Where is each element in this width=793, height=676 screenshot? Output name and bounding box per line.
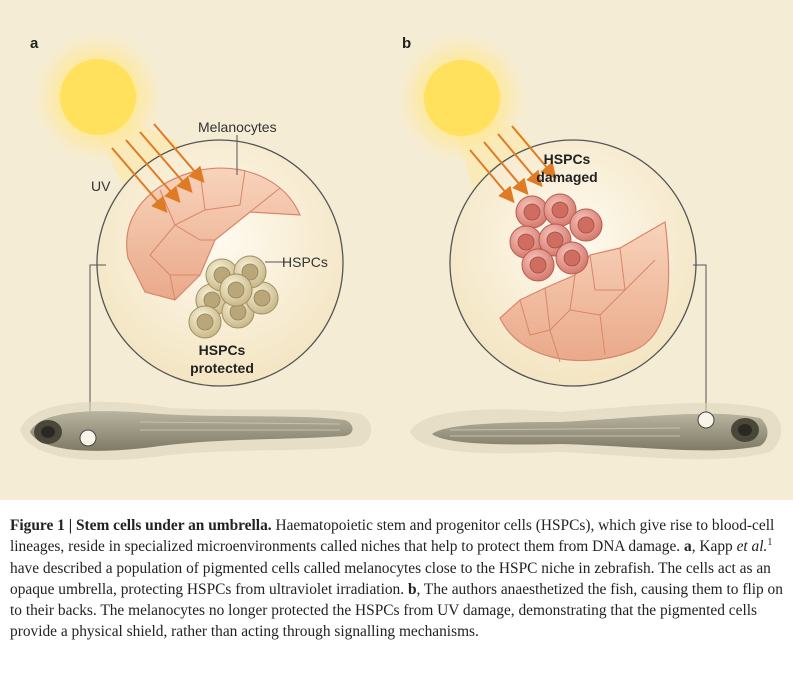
figure-caption: Figure 1 | Stem cells under an umbrella.… bbox=[10, 515, 785, 643]
caption-b-letter: b bbox=[407, 580, 417, 598]
caption-intro: Haematopoietic stem and progenitor cells… bbox=[10, 517, 775, 556]
uv-label: UV bbox=[91, 178, 111, 194]
status-line1-a: HSPCs bbox=[199, 342, 246, 358]
sun-icon-b bbox=[424, 60, 500, 136]
caption-a-letter: a bbox=[683, 538, 692, 556]
status-line2-a: protected bbox=[190, 360, 254, 376]
zebrafish-icon bbox=[20, 401, 372, 461]
caption-reference[interactable]: 1 bbox=[767, 537, 773, 549]
sun-icon bbox=[60, 59, 136, 135]
status-line1-b: HSPCs bbox=[544, 151, 591, 167]
melanocyte-umbrella-icon-b bbox=[499, 221, 670, 363]
caption-a-text: have described a population of pigmented… bbox=[10, 559, 771, 598]
caption-et-al: et al. bbox=[736, 538, 768, 556]
figure-label: Figure 1 | Stem cells under an umbrella. bbox=[10, 517, 272, 534]
zebrafish-icon-b bbox=[410, 402, 782, 460]
status-line2-b: damaged bbox=[536, 169, 597, 185]
hspcs-label: HSPCs bbox=[282, 254, 328, 270]
uv-arrow-icon bbox=[111, 123, 205, 214]
caption-b-text: , The authors anaesthetized the fish, ca… bbox=[10, 580, 783, 641]
uv-arrow-icon-b bbox=[469, 125, 557, 204]
panel-b-letter: b bbox=[402, 35, 411, 52]
melanocytes-label: Melanocytes bbox=[198, 119, 277, 135]
figure-illustration: a UV bbox=[0, 0, 793, 500]
panel-a-letter: a bbox=[30, 35, 39, 52]
caption-a-pre: , Kapp bbox=[691, 538, 737, 556]
